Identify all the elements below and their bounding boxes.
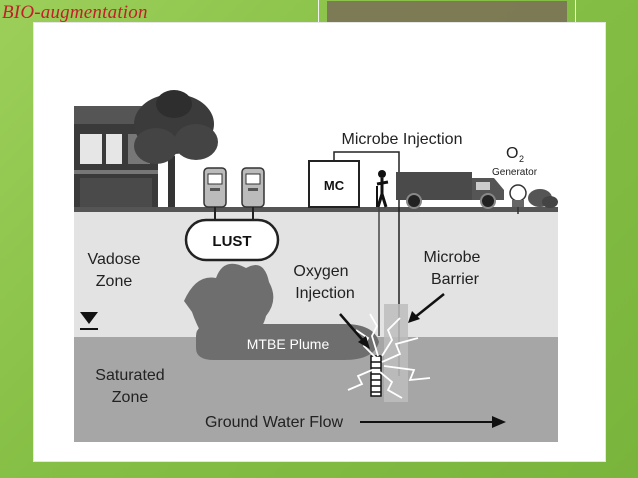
o2-subscript: 2 bbox=[519, 154, 524, 164]
o2-label: O bbox=[506, 145, 518, 162]
mtbe-plume bbox=[196, 324, 379, 360]
injection-line bbox=[333, 151, 400, 376]
gas-pump-left bbox=[203, 167, 227, 208]
truck bbox=[396, 172, 504, 209]
well-screen bbox=[370, 355, 382, 397]
tank-pipes bbox=[214, 207, 254, 220]
saturated-zone-label-2: Zone bbox=[112, 389, 149, 406]
microbe-injection-label: Microbe Injection bbox=[342, 131, 463, 148]
generator-label: Generator bbox=[492, 167, 538, 178]
o2-generator bbox=[509, 184, 558, 208]
saturated-zone-label-1: Saturated bbox=[95, 367, 164, 384]
injection-streaks bbox=[347, 313, 431, 399]
oxygen-injection-label-2: Injection bbox=[295, 285, 355, 302]
microbe-barrier-label-1: Microbe bbox=[424, 249, 481, 266]
tree bbox=[134, 90, 218, 207]
mtbe-plume-label: MTBE Plume bbox=[247, 336, 330, 352]
barrier-arrow-head bbox=[408, 311, 420, 323]
oxygen-injection-label-1: Oxygen bbox=[293, 263, 348, 280]
oxygen-arrow-head bbox=[358, 336, 370, 349]
microbe-barrier-panel bbox=[384, 304, 408, 402]
lust-tank bbox=[184, 218, 280, 262]
bioaugmentation-diagram: LUST MTBE Plume Vadose Zone Saturated Zo… bbox=[74, 86, 558, 442]
mc-unit bbox=[308, 160, 360, 208]
microbe-barrier-label-2: Barrier bbox=[431, 271, 480, 288]
ground-surface bbox=[74, 207, 558, 212]
vadose-zone-area bbox=[74, 212, 558, 337]
flow-arrow-head bbox=[492, 416, 506, 428]
ground-water-flow-label: Ground Water Flow bbox=[205, 414, 344, 431]
barrier-arrow-shaft bbox=[413, 293, 445, 319]
vadose-zone-label-2: Zone bbox=[96, 273, 133, 290]
slide-title: BIO-augmentation bbox=[2, 2, 148, 23]
gas-pump-right bbox=[241, 167, 265, 208]
contamination-blob bbox=[184, 263, 274, 338]
well-screen-slots bbox=[371, 361, 381, 393]
lust-label: LUST bbox=[212, 233, 251, 250]
water-table-marker bbox=[80, 312, 98, 324]
oxygen-arrow-shaft bbox=[339, 313, 367, 345]
mc-label: MC bbox=[324, 178, 345, 193]
worker-figure bbox=[376, 170, 389, 208]
vadose-zone-label-1: Vadose bbox=[87, 251, 140, 268]
